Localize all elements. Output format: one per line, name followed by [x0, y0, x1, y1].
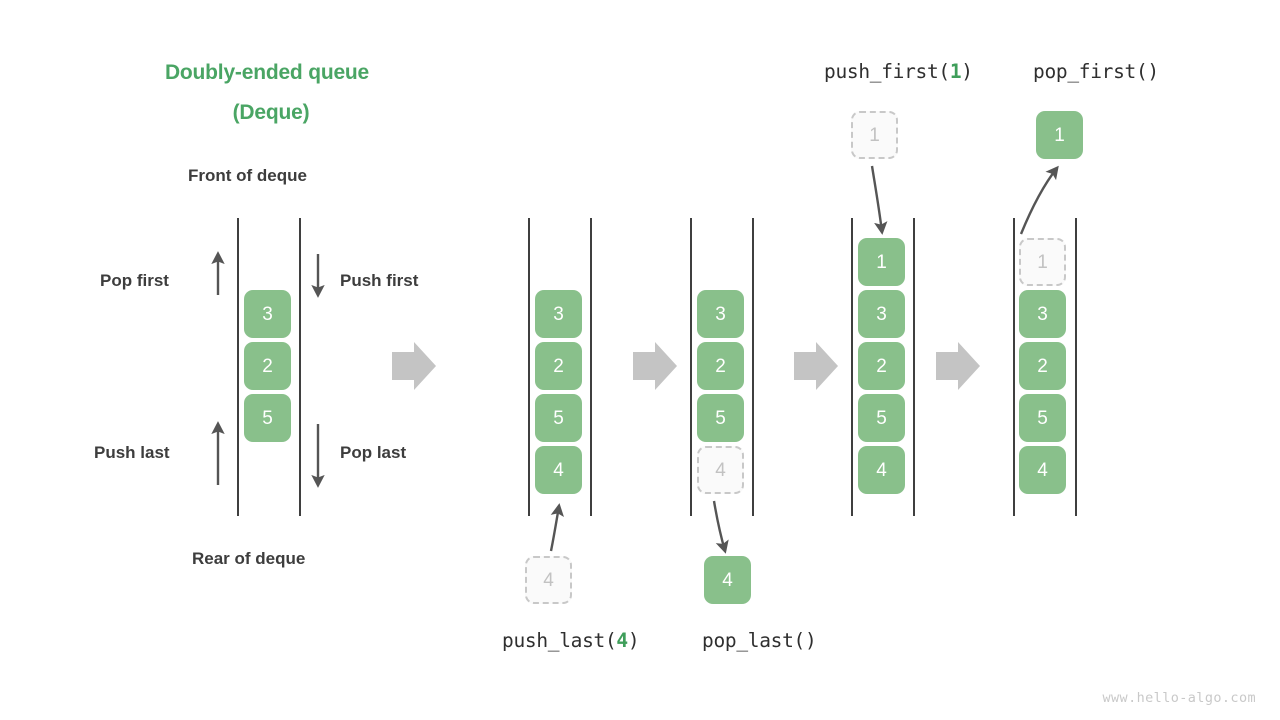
deque-cell-removed: 4: [697, 446, 744, 494]
deque-cell: 5: [1019, 394, 1066, 442]
transition-block-arrow: [794, 342, 838, 390]
deque-cell: 5: [697, 394, 744, 442]
deque-cell: 5: [858, 394, 905, 442]
deque-cell: 3: [697, 290, 744, 338]
pop-first-flow-arrow: [1019, 165, 1059, 235]
deque-cell: 2: [697, 342, 744, 390]
pop-last-flow-arrow: [712, 500, 729, 554]
diagram-title-line1: Doubly-ended queue: [164, 61, 370, 84]
push-first-operation-label: push_first(1): [824, 60, 973, 83]
pop-last-label: Pop last: [340, 443, 407, 462]
deque-cell: 2: [1019, 342, 1066, 390]
deque-cell: 3: [535, 290, 582, 338]
push-first-fn-close: ): [961, 60, 973, 83]
deque-cell-removed: 1: [1019, 238, 1066, 286]
push-first-source-cell: 1: [851, 111, 898, 159]
rail-left-col2: [690, 218, 692, 516]
push-last-source-cell: 4: [525, 556, 572, 604]
deque-cell: 3: [1019, 290, 1066, 338]
rail-left-col3: [851, 218, 853, 516]
deque-cell: 4: [1019, 446, 1066, 494]
rail-left-col1: [528, 218, 530, 516]
deque-cell: 5: [244, 394, 291, 442]
pop-first-result-cell: 1: [1036, 111, 1083, 159]
deque-cell: 4: [535, 446, 582, 494]
rail-right-col3: [913, 218, 915, 516]
pop-last-result-cell: 4: [704, 556, 751, 604]
push-last-fn-arg: 4: [616, 629, 628, 652]
deque-cell: 3: [858, 290, 905, 338]
transition-block-arrow: [392, 342, 436, 390]
deque-cell: 2: [535, 342, 582, 390]
rail-right-col2: [752, 218, 754, 516]
transition-block-arrow: [633, 342, 677, 390]
push-last-fn-close: ): [627, 629, 640, 652]
pop-first-operation-label: pop_first(): [1033, 60, 1159, 83]
pop-first-fn-name: pop_first(): [1033, 60, 1159, 83]
push-last-fn-name: push_last(: [502, 629, 617, 652]
rail-left-ref-start: [237, 218, 239, 516]
push-first-fn-arg: 1: [949, 60, 962, 83]
rail-left-col4: [1013, 218, 1015, 516]
push-last-flow-arrow: [549, 503, 564, 552]
push-last-operation-label: push_last(4): [502, 629, 640, 652]
diagram-title-line2: (Deque): [232, 101, 310, 124]
push-last-label: Push last: [94, 443, 170, 462]
deque-cell: 2: [244, 342, 291, 390]
push-first-label: Push first: [340, 271, 419, 290]
push-first-flow-arrow: [870, 165, 888, 235]
rear-of-deque-label: Rear of deque: [192, 549, 306, 568]
front-of-deque-label: Front of deque: [188, 166, 307, 185]
pop-first-label: Pop first: [100, 271, 169, 290]
deque-cell: 5: [535, 394, 582, 442]
deque-cell: 4: [858, 446, 905, 494]
rail-right-col4: [1075, 218, 1077, 516]
push-first-fn-name: push_first(: [824, 60, 950, 83]
pop-last-fn-name: pop_last(): [702, 629, 817, 652]
deque-cell: 2: [858, 342, 905, 390]
transition-block-arrow: [936, 342, 980, 390]
deque-cell: 3: [244, 290, 291, 338]
watermark: www.hello-algo.com: [1102, 690, 1256, 706]
rail-right-col1: [590, 218, 592, 516]
pop-last-operation-label: pop_last(): [702, 629, 817, 652]
rail-right-ref-start: [299, 218, 301, 516]
deque-cell: 1: [858, 238, 905, 286]
